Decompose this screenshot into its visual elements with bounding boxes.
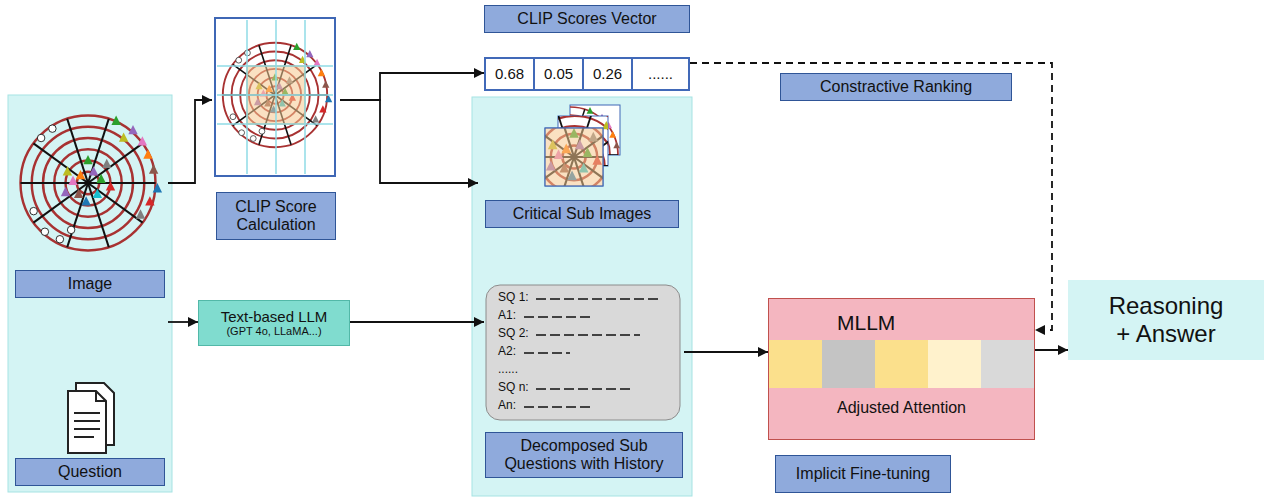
- attention-stripes: [822, 340, 875, 388]
- score-cell: 0.05: [533, 57, 584, 91]
- document-icon: [96, 391, 106, 401]
- flow-arrow: [168, 321, 198, 323]
- image-frame: [215, 18, 335, 176]
- clip-score-group: CLIP Score Calculation: [212, 15, 340, 242]
- score-cell: 0.26: [582, 57, 633, 91]
- placeholder-dash: [536, 298, 660, 300]
- model-name: MLLM: [837, 311, 957, 337]
- step-label: Critical Sub Images: [485, 200, 679, 228]
- patch-grid: [304, 20, 306, 174]
- sub-answer: A1:: [498, 309, 516, 325]
- document-icon: [74, 436, 94, 438]
- placeholder-dash: [524, 299, 660, 407]
- score-vector: CLIP Scores Vector 0.680.050.26......: [484, 4, 690, 92]
- context-panel: [472, 97, 692, 496]
- sub-image-stack: [545, 128, 603, 186]
- flow-arrow: [1035, 349, 1068, 351]
- attention-label: Adjusted Attention: [769, 399, 1034, 423]
- patch-grid: [246, 20, 248, 174]
- model-body: [768, 298, 1035, 440]
- attention-stripes: [981, 340, 1034, 388]
- input-image: [21, 116, 163, 251]
- ellipsis: ......: [498, 363, 518, 379]
- sub-question: SQ 2:: [498, 327, 529, 343]
- model-examples: (GPT 4o, LLaMA...): [226, 325, 321, 338]
- history-box: [486, 285, 680, 420]
- flow-arrow: [340, 73, 484, 100]
- step-label: Decomposed Sub Questions with History: [485, 432, 683, 478]
- question-label: Question: [15, 458, 165, 486]
- placeholder-dash: [524, 352, 570, 354]
- sub-image-stack: [522, 107, 623, 203]
- dashed-arrow: [690, 63, 1052, 330]
- output-label: Reasoning + Answer: [1106, 292, 1226, 347]
- flow-arrow: [168, 100, 212, 183]
- flow-arrow: [340, 100, 478, 183]
- placeholder-dash: [536, 388, 630, 390]
- sub-question: SQ 1:: [498, 291, 529, 307]
- image-group: Image: [12, 100, 168, 302]
- score-cell: 0.68: [484, 57, 535, 91]
- document-icon: [74, 428, 100, 430]
- sub-question: SQ n:: [498, 381, 529, 397]
- document-icon: [74, 413, 100, 437]
- label-box: Implicit Fine-tuning: [775, 455, 951, 493]
- flow-arrow: [684, 351, 768, 353]
- step-label: CLIP Score Calculation: [216, 192, 336, 240]
- question-group: Question: [12, 306, 168, 490]
- flow-arrow: [350, 321, 484, 323]
- sub-image-stack: [545, 128, 603, 186]
- sub-question-group: SQ 1: A1: SQ 2: A2:...... SQ n: An: Decomposed…: [484, 283, 684, 482]
- document-icon: [68, 391, 106, 453]
- model-name: Text-based LLM: [221, 308, 328, 325]
- method-label: Implicit Fine-tuning: [796, 465, 930, 483]
- vector-heading: CLIP Scores Vector: [484, 5, 690, 33]
- attention-stripes: [769, 340, 1034, 388]
- sub-answer: An:: [498, 399, 516, 415]
- output-box: Reasoning + Answer: [1068, 280, 1264, 360]
- sub-answer: A2:: [498, 345, 516, 361]
- sub-image-group: Critical Sub Images: [478, 100, 686, 232]
- patch-grid: [217, 20, 333, 174]
- mllm-box: MLLM Adjusted Attention: [768, 298, 1035, 440]
- sub-image-stack: [522, 107, 623, 203]
- document-icon: [74, 412, 100, 414]
- input-panel: [8, 95, 172, 492]
- document-icon: [74, 420, 100, 422]
- patch-grid: [217, 123, 333, 125]
- document-icon: [68, 383, 114, 453]
- image-label: Image: [15, 270, 165, 298]
- patch-grid: [217, 65, 333, 67]
- score-cell: ......: [631, 57, 690, 91]
- patch-grid: [275, 20, 277, 174]
- attention-stripes: [875, 340, 928, 388]
- placeholder-dash: [524, 316, 590, 318]
- llm-box: Text-based LLM(GPT 4o, LLaMA...): [198, 300, 350, 346]
- patch-grid: [217, 94, 333, 96]
- placeholder-dash: [536, 334, 640, 336]
- attention-stripes: [769, 340, 822, 388]
- connector-label: Constractive Ranking: [780, 73, 1012, 101]
- attention-stripes: [928, 340, 981, 388]
- placeholder-dash: [524, 406, 590, 408]
